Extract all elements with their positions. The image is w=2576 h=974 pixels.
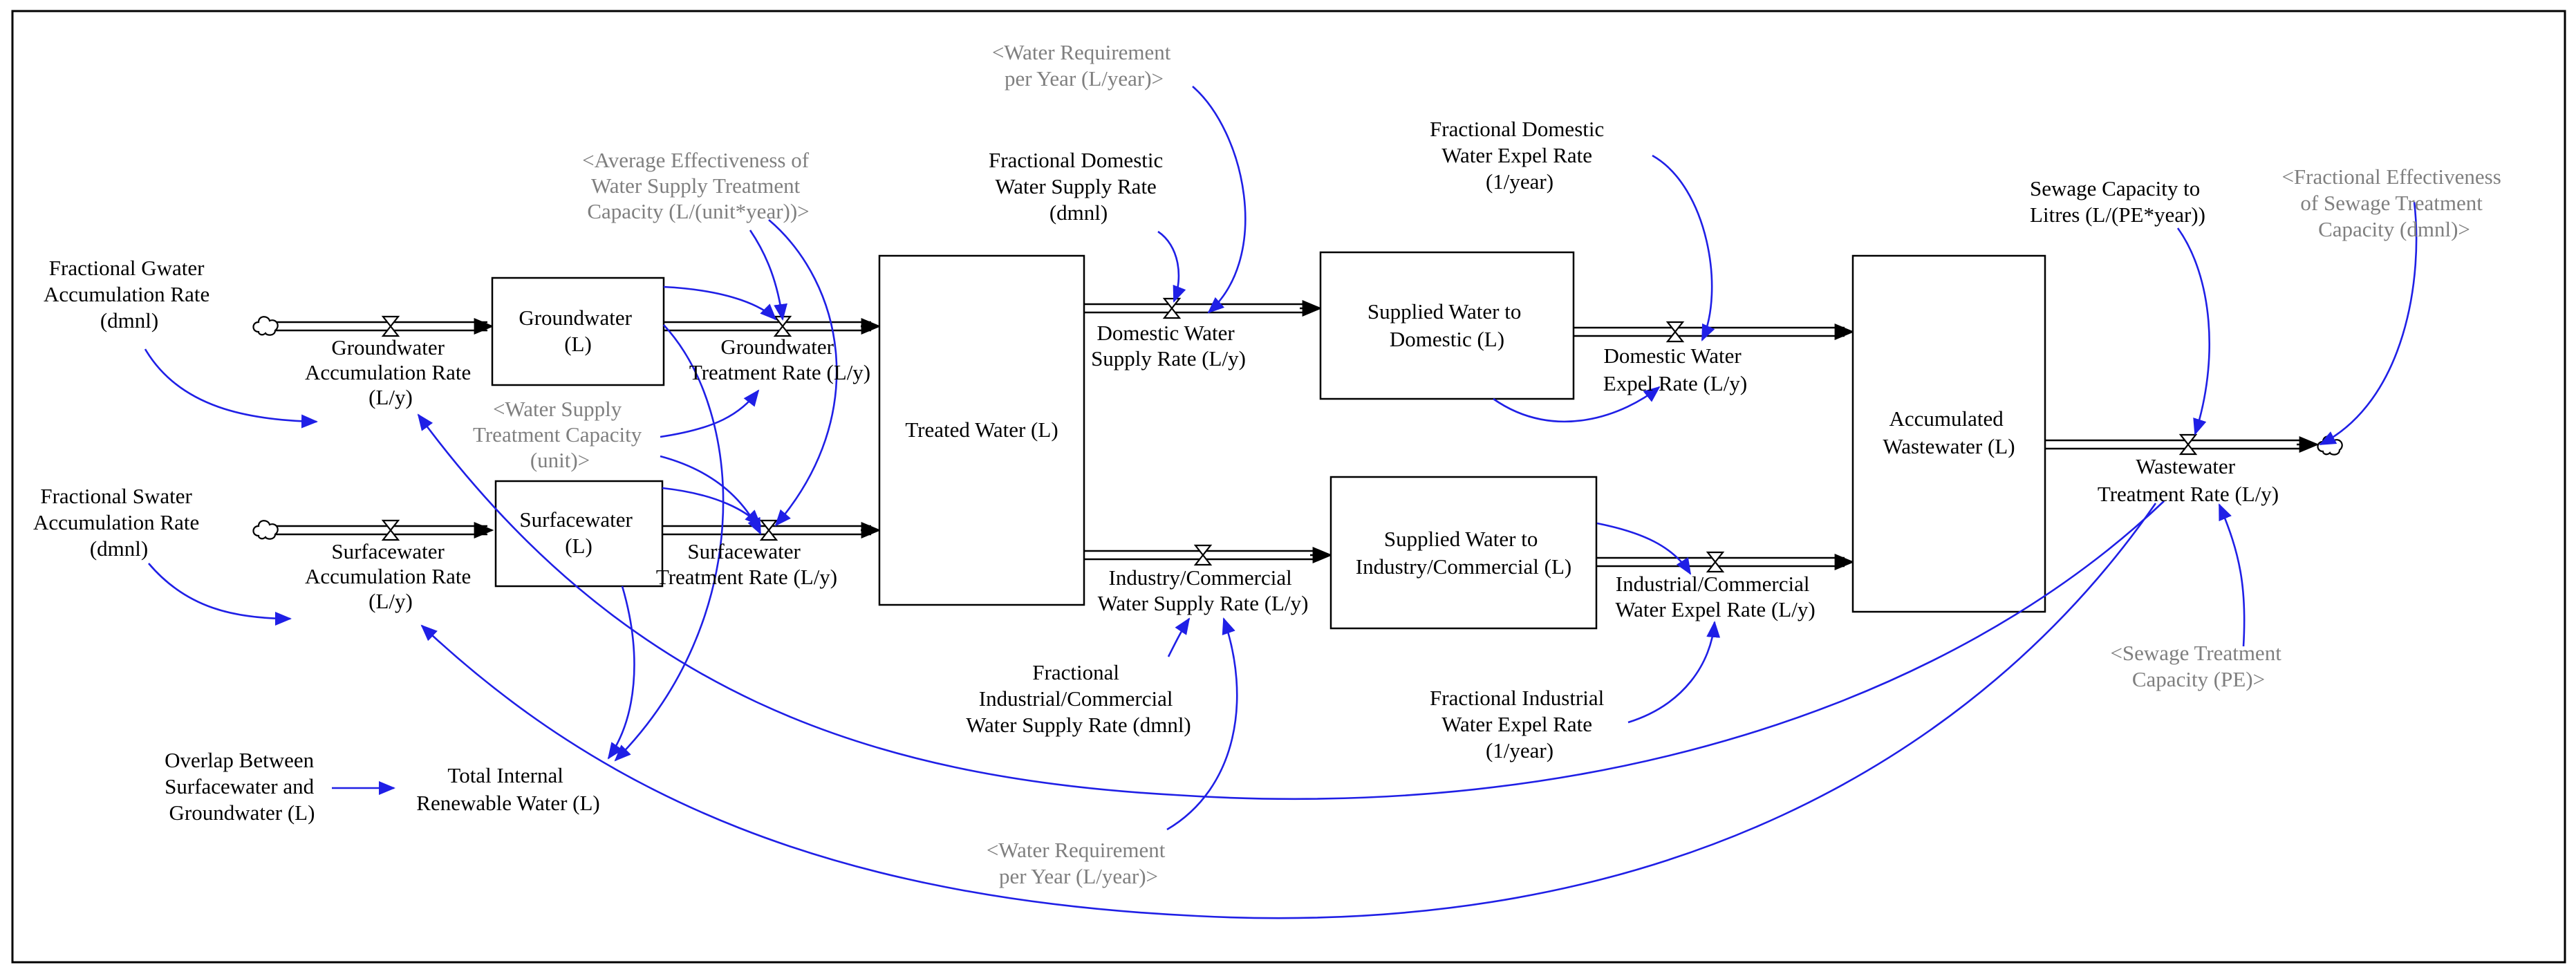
flow-surfacewater-accumulation-label: Surfacewater Accumulation Rate (L/y): [305, 539, 476, 613]
link: [663, 285, 777, 321]
stock-groundwater-label: Groundwater (L): [519, 306, 637, 356]
link: [660, 389, 760, 438]
link: [417, 413, 2165, 800]
link: [1493, 386, 1661, 423]
link: [1166, 617, 1238, 831]
link: [1167, 617, 1191, 657]
aux-fractional-industrial-supply: Fractional Industrial/Commercial Water S…: [966, 660, 1191, 737]
flow-domestic-expel-label: Domestic Water Expel Rate (L/y): [1603, 344, 1747, 395]
stock-accumulated-wastewater-label: Accumulated Wastewater (L): [1883, 406, 2015, 458]
stock-supplied-industry-label: Supplied Water to Industry/Commercial (L…: [1356, 527, 1572, 579]
link: [1596, 522, 1692, 575]
valve-icon: [1193, 544, 1213, 566]
link: [1157, 230, 1186, 303]
link: [1652, 154, 1715, 341]
flow-domestic-supply-label: Domestic Water Supply Rate (L/y): [1091, 321, 1246, 371]
valve-icon: [759, 519, 778, 541]
valve-icon: [2178, 433, 2198, 456]
aux-overlap-surfacewater-groundwater: Overlap Between Surfacewater and Groundw…: [165, 748, 319, 825]
source-cloud-icon: [252, 316, 279, 336]
shadow-average-effectiveness: <Average Effectiveness of Water Supply T…: [582, 148, 814, 223]
source-cloud-icon: [252, 520, 279, 540]
industrial-expel-pipe: [1596, 556, 1845, 568]
stock-accumulated-wastewater-box: [1851, 254, 2046, 613]
stock-supplied-domestic-label: Supplied Water to Domestic (L): [1368, 299, 1527, 351]
flow-industry-supply-label: Industry/Commercial Water Supply Rate (L…: [1098, 565, 1309, 615]
aux-fractional-swater-accumulation: Fractional Swater Accumulation Rate (dmn…: [33, 484, 205, 561]
stock-treated-water-label: Treated Water (L): [905, 418, 1058, 442]
link: [144, 348, 318, 429]
stock-surfacewater-label: Surfacewater (L): [519, 507, 637, 558]
flow-surfacewater-treatment-label: Surfacewater Treatment Rate (L/y): [656, 539, 837, 589]
shadow-water-requirement-bottom: <Water Requirement per Year (L/year)>: [987, 838, 1170, 888]
aux-fractional-industrial-expel: Fractional Industrial Water Expel Rate (…: [1430, 686, 1609, 762]
aux-fractional-domestic-expel: Fractional Domestic Water Expel Rate (1/…: [1430, 117, 1609, 194]
information-links: [144, 86, 2418, 919]
domestic-supply-pipe: [1084, 303, 1310, 314]
aux-fractional-domestic-supply: Fractional Domestic Water Supply Rate (d…: [989, 148, 1168, 225]
link: [148, 563, 292, 626]
stock-surfacewater-box: [494, 480, 664, 588]
valve-icon: [1706, 551, 1725, 573]
link: [1627, 621, 1721, 724]
stock-supplied-domestic-box: [1319, 251, 1575, 400]
link: [614, 324, 725, 762]
wastewater-treatment-pipe: [2045, 439, 2306, 450]
groundwater-accumulation-pipe: [275, 321, 487, 332]
link: [607, 586, 635, 760]
shadow-fractional-effectiveness-sewage: <Fractional Effectiveness of Sewage Trea…: [2281, 165, 2506, 241]
flow-groundwater-accumulation-label: Groundwater Accumulation Rate (L/y): [305, 335, 476, 409]
link: [749, 230, 787, 321]
link: [1192, 86, 1247, 314]
diagram-frame: [11, 10, 2566, 964]
valve-icon: [1665, 321, 1685, 343]
flow-wastewater-treatment-label: Wastewater Treatment Rate (L/y): [2098, 454, 2279, 506]
link: [2176, 227, 2211, 436]
aux-fractional-gwater-accumulation: Fractional Gwater Accumulation Rate (dmn…: [44, 256, 215, 333]
link: [2218, 503, 2246, 647]
shadow-water-supply-treatment-capacity: <Water Supply Treatment Capacity (unit)>: [473, 397, 647, 472]
groundwater-treatment-pipe: [664, 321, 871, 332]
stock-treated-water-box: [878, 254, 1085, 606]
shadow-sewage-treatment-capacity-pe: <Sewage Treatment Capacity (PE)>: [2110, 641, 2286, 691]
shadow-water-requirement-top: <Water Requirement per Year (L/year)>: [992, 40, 1176, 91]
flow-industrial-expel-label: Industrial/Commercial Water Expel Rate (…: [1615, 572, 1815, 621]
valve-icon: [381, 315, 400, 337]
link: [2319, 201, 2418, 446]
aux-total-internal-renewable-water: Total Internal Renewable Water (L): [416, 763, 599, 815]
valve-icon: [381, 519, 400, 541]
surfacewater-accumulation-pipe: [275, 525, 487, 536]
stock-supplied-industry-box: [1329, 476, 1598, 630]
link: [420, 503, 2157, 919]
flow-groundwater-treatment-label: Groundwater Treatment Rate (L/y): [689, 335, 870, 384]
stock-groundwater-box: [491, 277, 665, 386]
aux-sewage-capacity-litres: Sewage Capacity to Litres (L/(PE*year)): [2030, 176, 2205, 227]
link: [768, 219, 838, 527]
